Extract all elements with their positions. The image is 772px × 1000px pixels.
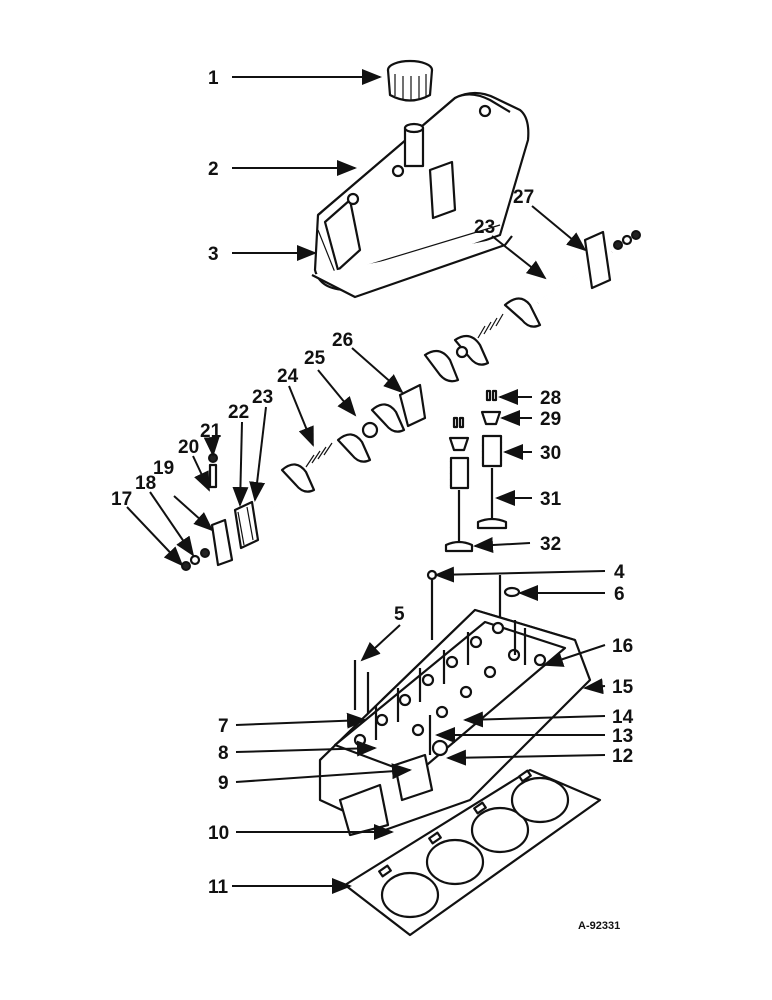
- callout-29: 29: [540, 409, 561, 430]
- oil-filler-cap: [386, 59, 434, 102]
- figure-reference-code: A-92331: [578, 920, 620, 932]
- callout-16: 16: [612, 636, 633, 657]
- callout-12: 12: [612, 746, 633, 767]
- callout-25: 25: [304, 348, 326, 369]
- callout-11: 11: [208, 877, 229, 898]
- callout-28: 28: [540, 388, 561, 409]
- callout-32: 32: [540, 534, 561, 555]
- valve-cover: [311, 91, 530, 299]
- callout-26: 26: [332, 330, 353, 351]
- head-gasket: [343, 768, 602, 937]
- callout-31: 31: [540, 489, 562, 510]
- valves-and-springs: [444, 389, 508, 553]
- callout-7: 7: [218, 716, 229, 737]
- callout-14: 14: [612, 707, 634, 728]
- callout-8: 8: [218, 743, 229, 764]
- callout-15: 15: [612, 677, 634, 698]
- callout-27: 27: [513, 187, 534, 208]
- callout-19: 19: [153, 458, 174, 479]
- callout-2: 2: [208, 159, 219, 180]
- push-rods-and-studs: [353, 569, 521, 715]
- callout-23-upper: 23: [474, 217, 495, 238]
- callout-20: 20: [178, 437, 199, 458]
- leader-lines: [126, 69, 606, 894]
- callout-24: 24: [277, 366, 299, 387]
- callout-1: 1: [208, 68, 219, 89]
- callout-10: 10: [208, 823, 229, 844]
- cylinder-head: [318, 608, 592, 837]
- rocker-shaft-lower: [181, 383, 427, 571]
- callout-4: 4: [614, 562, 625, 583]
- callout-30: 30: [540, 443, 561, 464]
- callout-21: 21: [200, 421, 222, 442]
- callout-3: 3: [208, 244, 219, 265]
- callout-23-lower: 23: [252, 387, 273, 408]
- callout-22: 22: [228, 402, 249, 423]
- rocker-shaft-upper: [423, 230, 641, 383]
- callout-labels: 1 2 3 27 23 26 25 24 23 22 21 20 19 18 1…: [111, 68, 634, 932]
- callout-18: 18: [135, 473, 156, 494]
- callout-17: 17: [111, 489, 132, 510]
- callout-6: 6: [614, 584, 625, 605]
- callout-13: 13: [612, 726, 633, 747]
- callout-5: 5: [394, 604, 405, 625]
- callout-9: 9: [218, 773, 229, 794]
